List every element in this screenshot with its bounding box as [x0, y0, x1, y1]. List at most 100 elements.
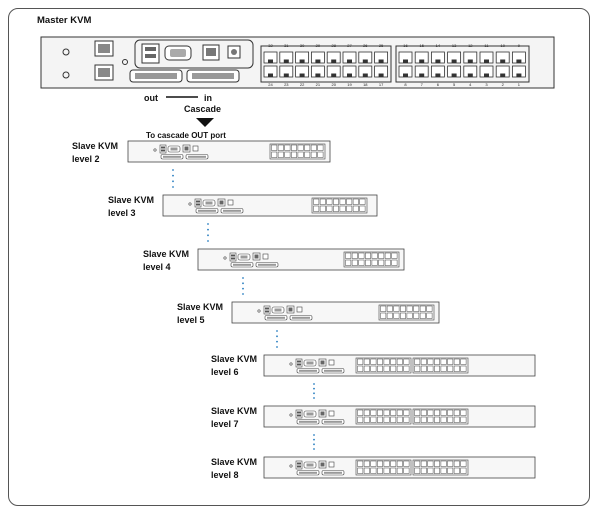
kvm-port-icon [374, 51, 389, 64]
kvm-port-icon [310, 151, 317, 158]
kvm-port-icon [447, 65, 462, 78]
kvm-port-icon [358, 259, 365, 266]
kvm-port-icon [420, 467, 427, 474]
port-block [269, 143, 326, 160]
cascade-connector [195, 208, 219, 214]
cascade-in-connector [186, 69, 240, 83]
lan-port-icon [94, 64, 114, 81]
port-block [412, 357, 469, 374]
kvm-port-icon [383, 365, 390, 372]
kvm-port-icon [357, 467, 364, 474]
slave-kvm-name: Slave KVM [211, 406, 258, 416]
port-number-label: 23 [284, 82, 289, 87]
kvm-port-icon [383, 467, 390, 474]
kvm-port-icon [297, 151, 304, 158]
kvm-port-icon [319, 198, 326, 205]
kvm-port-icon [383, 409, 390, 416]
kvm-port-icon [440, 365, 447, 372]
kvm-port-icon [403, 365, 410, 372]
kvm-port-icon [357, 358, 364, 365]
port-number-label: 10 [500, 43, 505, 48]
port-block [412, 408, 469, 425]
kvm-port-icon [319, 205, 326, 212]
usb-ports-icon [141, 43, 160, 64]
power-port-icon [328, 461, 335, 468]
led-icon [153, 148, 157, 152]
usb-ports-icon [263, 305, 271, 315]
port-block [378, 304, 435, 321]
vga-port-icon [303, 410, 317, 418]
kvm-port-icon [426, 312, 433, 319]
kvm-port-icon [430, 51, 445, 64]
kvm-port-icon [396, 365, 403, 372]
port-number-label: 25 [379, 43, 384, 48]
kvm-port-icon [453, 358, 460, 365]
kvm-port-icon [495, 65, 510, 78]
kvm-port-icon [383, 358, 390, 365]
kvm-port-icon [414, 416, 421, 423]
kvm-port-icon [403, 460, 410, 467]
port-number-label: 24 [268, 82, 273, 87]
kvm-port-icon [396, 467, 403, 474]
kvm-port-icon [396, 358, 403, 365]
cascade-link-dots [313, 383, 315, 399]
cascade-connector [230, 262, 254, 268]
power-port-icon [227, 45, 241, 59]
kvm-port-icon [313, 198, 320, 205]
slave-kvm-device [197, 248, 405, 271]
port-block [311, 197, 368, 214]
vga-port-icon [237, 253, 251, 261]
vga-port-icon [271, 306, 285, 314]
kvm-port-icon [326, 51, 341, 64]
kvm-port-icon [386, 305, 393, 312]
kvm-port-icon [413, 305, 420, 312]
kvm-port-icon [339, 198, 346, 205]
cascade-link-dots [207, 223, 209, 242]
kvm-port-icon [377, 467, 383, 474]
kvm-port-icon [398, 65, 413, 78]
kvm-port-icon [460, 365, 467, 372]
cascade-out-label: out [144, 93, 158, 103]
kvm-port-icon [271, 151, 278, 158]
power-port-icon [262, 253, 269, 260]
kvm-port-icon [380, 312, 387, 319]
kvm-port-icon [390, 365, 397, 372]
kvm-port-icon [403, 416, 410, 423]
power-port-icon [328, 359, 335, 366]
cascade-in-label: in [204, 93, 212, 103]
kvm-port-icon [277, 144, 284, 151]
kvm-port-icon [460, 460, 467, 467]
port-number-label: 20 [331, 82, 336, 87]
kvm-port-icon [434, 365, 440, 372]
lan-port-icon [94, 40, 114, 57]
screw-hole-icon [62, 48, 70, 56]
slave-kvm-level: level 3 [108, 208, 136, 218]
kvm-port-icon [400, 305, 406, 312]
kvm-port-icon [358, 252, 365, 259]
port-block-left [260, 45, 392, 83]
port-number-label: 19 [347, 82, 352, 87]
console-port-group [134, 39, 254, 69]
kvm-port-icon [430, 65, 445, 78]
kvm-port-icon [440, 409, 447, 416]
cascade-connector [185, 154, 209, 160]
kvm-port-icon [370, 416, 377, 423]
kvm-port-icon [434, 467, 440, 474]
kvm-port-icon [413, 312, 420, 319]
kvm-port-icon [357, 409, 364, 416]
kvm-port-icon [370, 460, 377, 467]
kvm-port-icon [383, 460, 390, 467]
cascade-connector [321, 368, 345, 374]
rj45-port-icon [217, 198, 226, 207]
kvm-port-icon [479, 65, 494, 78]
kvm-port-icon [414, 409, 421, 416]
kvm-port-icon [358, 51, 373, 64]
port-number-label: 9 [518, 43, 521, 48]
port-number-label: 3 [485, 82, 488, 87]
usb-ports-icon [159, 144, 167, 154]
kvm-port-icon [263, 65, 278, 78]
kvm-port-icon [414, 460, 421, 467]
kvm-port-icon [390, 416, 397, 423]
